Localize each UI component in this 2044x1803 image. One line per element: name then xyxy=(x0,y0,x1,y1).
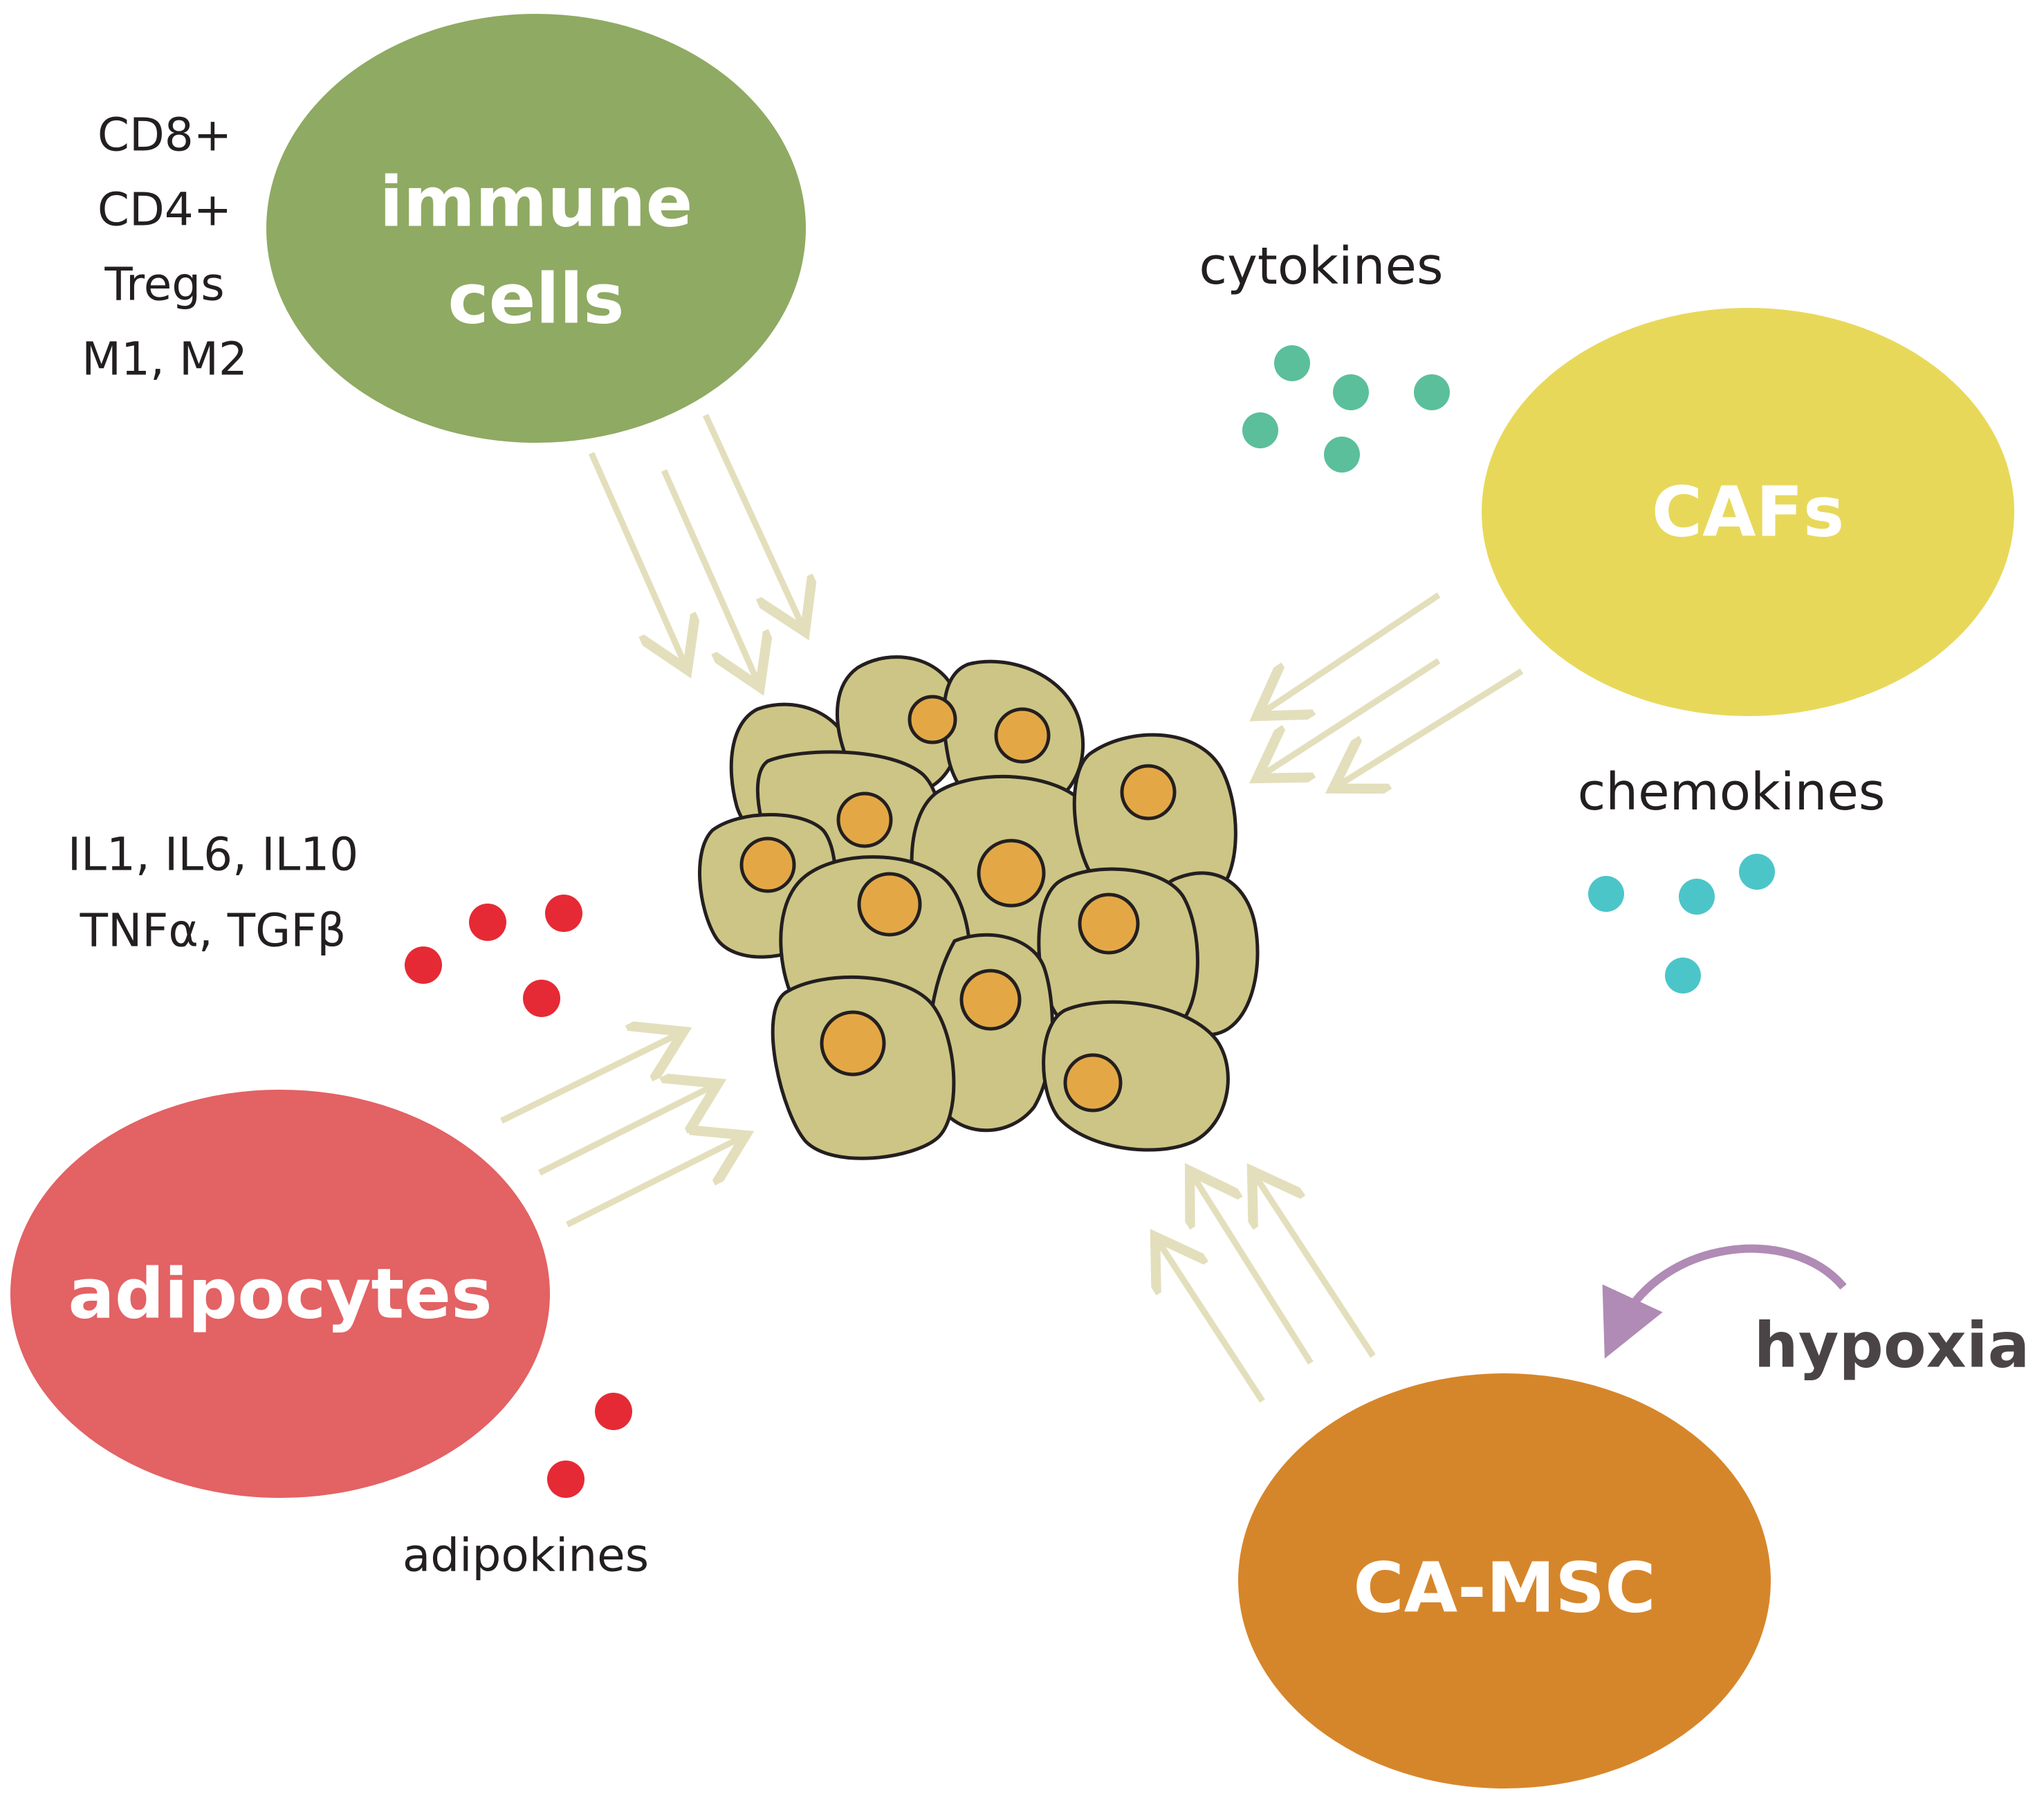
adipokines-label: adipokines xyxy=(403,1529,649,1582)
ca-msc-label: CA-MSC xyxy=(1353,1548,1655,1629)
arrow xyxy=(1262,592,1441,713)
immune-cells-ellipse xyxy=(266,14,806,443)
arrow xyxy=(1262,658,1441,775)
tumor-nuclei xyxy=(739,695,1177,1113)
interleukins-label-line2: TNFα, TGFβ xyxy=(80,904,347,958)
adipocytes-label: adipocytes xyxy=(68,1254,492,1335)
cafs-node: CAFs xyxy=(1482,308,2014,716)
hypoxia-label: hypoxia xyxy=(1754,1310,2030,1382)
adipokine-dots xyxy=(547,1393,632,1498)
cytokine-dot xyxy=(1414,374,1450,410)
cytokines-label: cytokines xyxy=(1199,237,1443,296)
immune-subtype: Tregs xyxy=(104,258,224,311)
immune-subtype: CD8+ xyxy=(98,109,232,162)
nucleus xyxy=(820,1010,886,1077)
nucleus xyxy=(1078,893,1140,955)
interleukin-dot xyxy=(523,980,560,1017)
immune-arrows xyxy=(588,414,802,681)
nucleus xyxy=(959,969,1022,1031)
ca-msc-node: CA-MSC xyxy=(1238,1373,1771,1788)
cafs-label: CAFs xyxy=(1652,472,1845,553)
arrow xyxy=(1193,1176,1314,1365)
nucleus xyxy=(739,836,796,893)
interleukin-dots xyxy=(405,895,582,1017)
adipocytes-node: adipocytes xyxy=(10,1090,550,1498)
arrow xyxy=(500,1034,678,1124)
nucleus xyxy=(994,707,1051,764)
cytokine-dot xyxy=(1324,437,1360,473)
arrow xyxy=(1338,668,1524,785)
chemokine-dot xyxy=(1665,958,1701,994)
interleukins-label-line1: IL1, IL6, IL10 xyxy=(68,828,359,881)
arrow xyxy=(1255,1176,1376,1358)
arrow xyxy=(588,452,685,664)
immune-cells-node: immune cells xyxy=(266,14,806,443)
immune-subtypes-list: CD8+ CD4+ Tregs M1, M2 xyxy=(82,109,248,386)
cytokine-dot xyxy=(1333,374,1369,410)
arrow xyxy=(565,1138,740,1228)
immune-cells-label-line1: immune xyxy=(380,162,693,243)
nucleus xyxy=(1063,1053,1123,1113)
nucleus xyxy=(857,872,922,937)
interleukin-dot xyxy=(545,895,582,932)
arrow xyxy=(661,469,757,681)
arrow xyxy=(702,414,802,626)
ca-msc-arrows xyxy=(1159,1176,1376,1403)
nucleus xyxy=(1120,764,1177,821)
cytokine-dots xyxy=(1242,345,1450,473)
tumor-cell xyxy=(1042,1000,1230,1152)
adipokine-dot xyxy=(547,1461,584,1498)
chemokine-dot xyxy=(1679,879,1715,915)
adipocytes-arrows xyxy=(500,1034,740,1228)
immune-subtype: CD4+ xyxy=(98,183,232,237)
interleukin-dot xyxy=(469,904,506,941)
arrow xyxy=(537,1086,712,1176)
chemokine-dots xyxy=(1588,854,1775,994)
cafs-arrows xyxy=(1262,592,1524,785)
immune-cells-label-line2: cells xyxy=(448,259,624,340)
chemokine-dot xyxy=(1739,854,1775,890)
hypoxia-arrow xyxy=(1602,1244,1847,1359)
immune-subtype: M1, M2 xyxy=(82,333,248,386)
chemokine-dot xyxy=(1588,876,1624,912)
interleukin-dot xyxy=(405,946,442,984)
tumor-cell-cluster xyxy=(698,655,1260,1160)
chemokines-label: chemokines xyxy=(1578,762,1886,822)
ca-msc-ellipse xyxy=(1238,1373,1771,1788)
cafs-ellipse xyxy=(1482,308,2014,716)
arrow xyxy=(1159,1242,1265,1403)
nucleus xyxy=(977,839,1046,908)
cytokine-dot xyxy=(1274,345,1310,381)
nucleus xyxy=(908,695,957,744)
nucleus xyxy=(836,791,893,848)
adipokine-dot xyxy=(595,1393,632,1430)
adipocytes-ellipse xyxy=(10,1090,550,1498)
cytokine-dot xyxy=(1242,412,1278,448)
